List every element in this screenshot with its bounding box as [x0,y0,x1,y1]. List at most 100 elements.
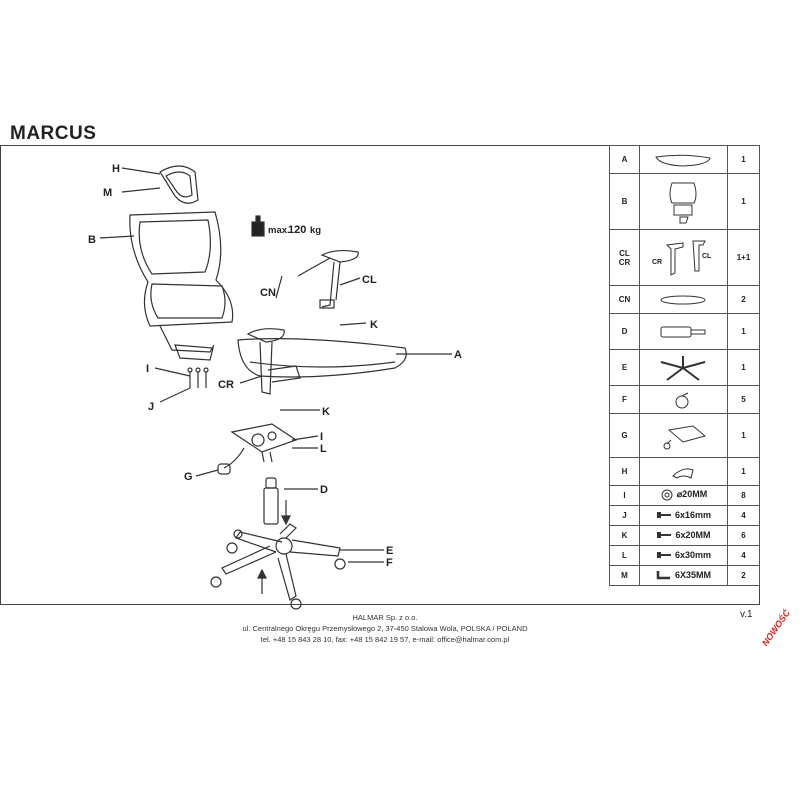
star-base-part [210,523,346,610]
part-picture: 6x30mm [638,545,729,566]
label-CN: CN [260,287,276,299]
part-quantity: 1 [727,145,760,174]
weight-icon [251,221,265,237]
washer-icon [660,488,674,502]
part-quantity: 5 [727,385,760,414]
headrest-part [159,165,199,204]
part-picture: CR CL [638,229,729,286]
part-code: K [609,525,640,546]
label-G: G [184,471,193,483]
label-E: E [386,545,393,557]
part-quantity: 4 [727,505,760,526]
backrest-icon [640,177,727,227]
seat-part [237,328,407,395]
part-quantity: 1 [727,413,760,458]
part-picture [638,145,729,174]
label-D: D [320,484,328,496]
headrest-icon [640,462,727,482]
parts-row: CN 2 [609,285,760,314]
part-code: D [609,313,640,350]
part-quantity: 2 [727,285,760,314]
part-picture: 6x20MM [638,525,729,546]
part-quantity: 8 [727,485,760,506]
part-code: E [609,349,640,386]
label-CR: CR [218,379,234,391]
part-code: M [609,565,640,586]
part-quantity: 6 [727,525,760,546]
weight-unit: kg [310,225,321,236]
weight-label: max. [268,225,290,236]
parts-row: CL CR CR CL 1+1 [609,229,760,286]
part-spec: 6x16mm [674,509,711,520]
label-CL: CL [362,274,377,286]
part-code: L [609,545,640,566]
parts-row: K 6x20MM 6 [609,525,760,546]
part-code: CL CR [609,229,640,286]
part-quantity: 1+1 [727,229,760,286]
part-picture [638,385,729,414]
part-picture [638,349,729,386]
label-K-top: K [370,319,378,331]
parts-row: M 6X35MM 2 [609,565,760,586]
label-H: H [112,163,120,175]
label-B: B [88,234,96,246]
star-base-icon [640,352,727,384]
pic-label-cl: CL [701,252,712,260]
part-picture [638,413,729,458]
part-quantity: 2 [727,565,760,586]
part-code: H [609,457,640,486]
part-quantity: 1 [727,173,760,230]
version-label: v.1 [740,609,753,620]
screw-icon [656,550,672,560]
parts-row: J 6x16mm 4 [609,505,760,526]
allen-key-icon [656,569,672,581]
footer-address: ul. Centralnego Okręgu Przemysłowego 2, … [242,624,528,633]
mechanism-part [217,423,298,475]
part-spec: 6X35MM [674,569,711,580]
part-quantity: 4 [727,545,760,566]
label-F: F [386,557,393,569]
company-footer: HALMAR Sp. z o.o. ul. Centralnego Okręgu… [160,612,610,645]
backrest-screws [187,367,209,388]
backrest-part [129,211,234,361]
part-quantity: 1 [727,457,760,486]
seat-icon [640,149,727,171]
part-picture [638,173,729,230]
product-title: MARCUS [10,123,97,144]
part-code: J [609,505,640,526]
part-spec: 6x20MM [675,529,711,540]
part-picture: 6X35MM [638,565,729,586]
part-picture: 6x16mm [638,505,729,526]
part-picture [638,285,729,314]
label-L: L [320,443,327,455]
armrest-icon: CR CL [640,235,727,281]
gas-lift-part [263,477,279,525]
part-spec: ⌀20MM [676,489,708,499]
part-code: CN [609,285,640,314]
label-M: M [103,187,112,199]
armpad-icon [640,290,727,310]
armrest-left-part [319,249,359,309]
pic-label-cr: CR [651,258,663,266]
weight-value: 120 [288,224,306,236]
part-code: G [609,413,640,458]
label-I-bottom: I [320,431,323,443]
mechanism-icon [640,418,727,454]
label-A: A [454,349,462,361]
footer-contact: tel. +48 15 843 28 10, fax: +48 15 842 1… [260,635,510,644]
label-J: J [148,401,154,413]
part-picture: ⌀20MM [638,485,729,506]
part-code: F [609,385,640,414]
part-picture [638,457,729,486]
screw-icon [656,530,672,540]
label-K-bottom: K [322,406,330,418]
